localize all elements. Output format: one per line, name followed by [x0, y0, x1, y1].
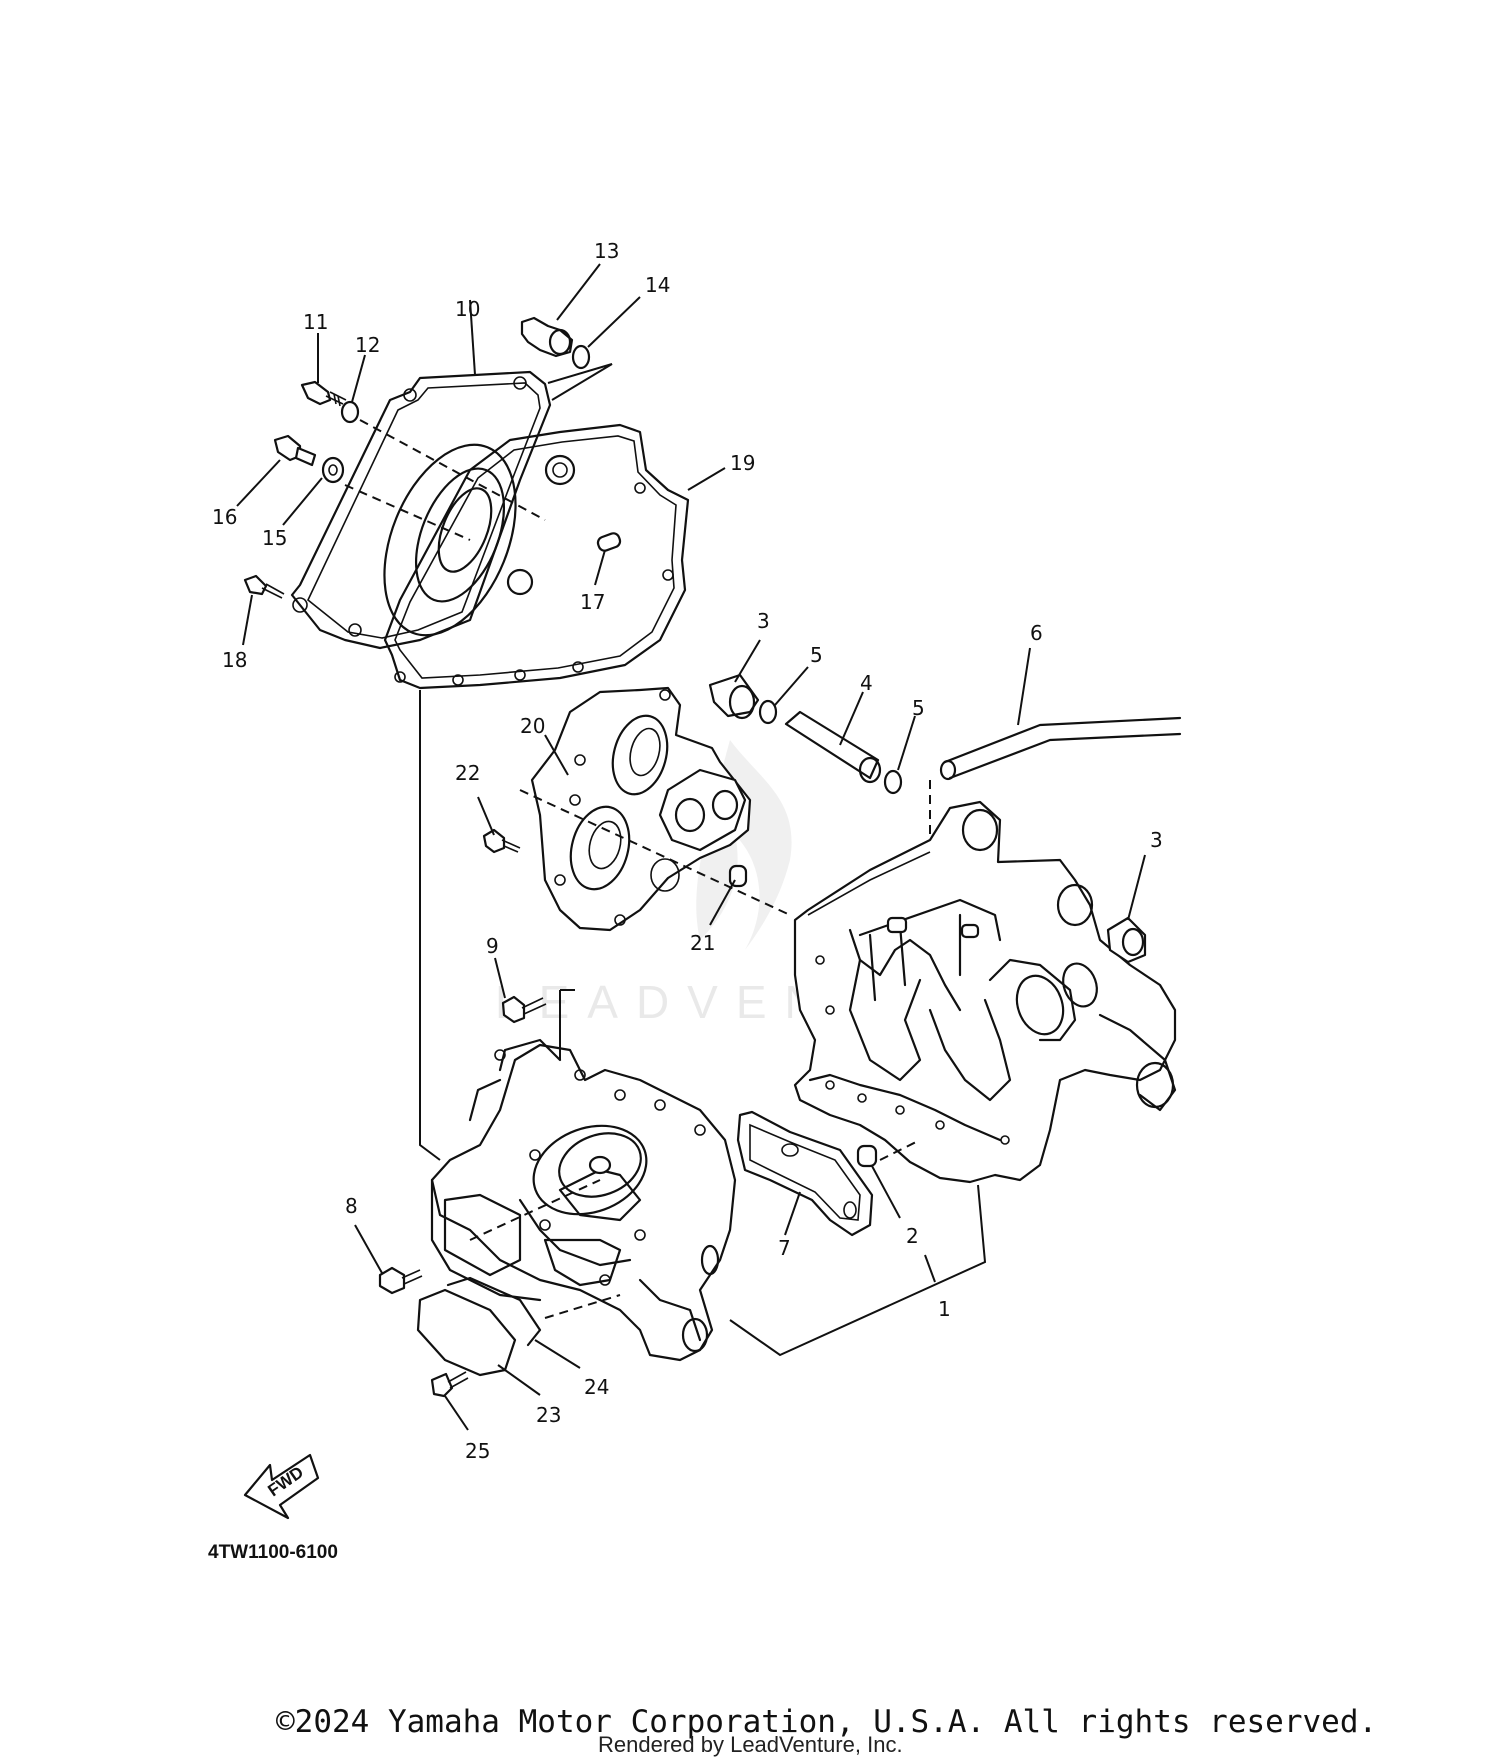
callout-3-right: 3	[1150, 828, 1163, 852]
callout-5-left: 5	[810, 643, 823, 667]
o-ring-14	[571, 344, 591, 370]
bolt-18	[243, 574, 285, 599]
callout-13: 13	[594, 239, 619, 263]
cover-gasket	[383, 423, 690, 690]
dowel-2	[856, 1144, 878, 1168]
callout-21: 21	[690, 931, 715, 955]
callout-5-right: 5	[912, 696, 925, 720]
dowel-pin	[596, 532, 622, 552]
bearing-plate	[530, 686, 752, 932]
callout-2: 2	[906, 1224, 919, 1248]
callout-7: 7	[778, 1236, 791, 1260]
sensor-13	[520, 316, 574, 358]
bolt-8	[378, 1266, 423, 1295]
diagram-code: 4TW1100-6100	[208, 1542, 338, 1563]
rendered-by-text: Rendered by LeadVenture, Inc.	[598, 1732, 903, 1757]
callout-18: 18	[222, 648, 247, 672]
leader-lines	[236, 263, 1146, 1431]
hose-6	[939, 716, 1182, 781]
fwd-arrow: FWD	[243, 1453, 320, 1520]
copyright-text: ©2024 Yamaha Motor Corporation, U.S.A. A…	[276, 1704, 1377, 1740]
callout-11: 11	[303, 310, 328, 334]
callout-6: 6	[1030, 621, 1043, 645]
callout-4: 4	[860, 671, 873, 695]
callout-labels: 13 14 10 11 12 19 16 15 17 18 3 5 6 4 5 …	[212, 239, 1163, 1463]
callout-19: 19	[730, 451, 755, 475]
callout-20: 20	[520, 714, 545, 738]
callout-9: 9	[486, 934, 499, 958]
o-ring-5	[758, 699, 778, 725]
callout-24: 24	[584, 1375, 609, 1399]
bolt-11	[300, 380, 347, 407]
callout-8: 8	[345, 1194, 358, 1218]
callout-12: 12	[355, 333, 380, 357]
callout-3-top: 3	[757, 609, 770, 633]
o-ring-5b	[883, 769, 903, 795]
gasket-24	[446, 1276, 542, 1347]
bushing-3	[708, 673, 760, 720]
pipe-4	[784, 710, 882, 784]
callout-16: 16	[212, 505, 237, 529]
callout-22: 22	[455, 761, 480, 785]
crankcase-cover	[290, 370, 552, 650]
callout-23: 23	[536, 1403, 561, 1427]
callout-14: 14	[645, 273, 670, 297]
callout-17: 17	[580, 590, 605, 614]
callout-10: 10	[455, 297, 480, 321]
washer-12	[340, 400, 360, 424]
bolt-9	[501, 995, 547, 1024]
callout-15: 15	[262, 526, 287, 550]
bolt-25	[430, 1371, 469, 1398]
bolt-22	[482, 828, 521, 854]
callout-1: 1	[938, 1297, 951, 1321]
gasket-7	[736, 1110, 874, 1237]
crankcase-left	[430, 1038, 737, 1362]
callout-25: 25	[465, 1439, 490, 1463]
crankcase-right	[793, 800, 1177, 1184]
cover-23	[416, 1288, 517, 1377]
bolt-16	[273, 434, 317, 467]
washer-15	[321, 456, 345, 484]
